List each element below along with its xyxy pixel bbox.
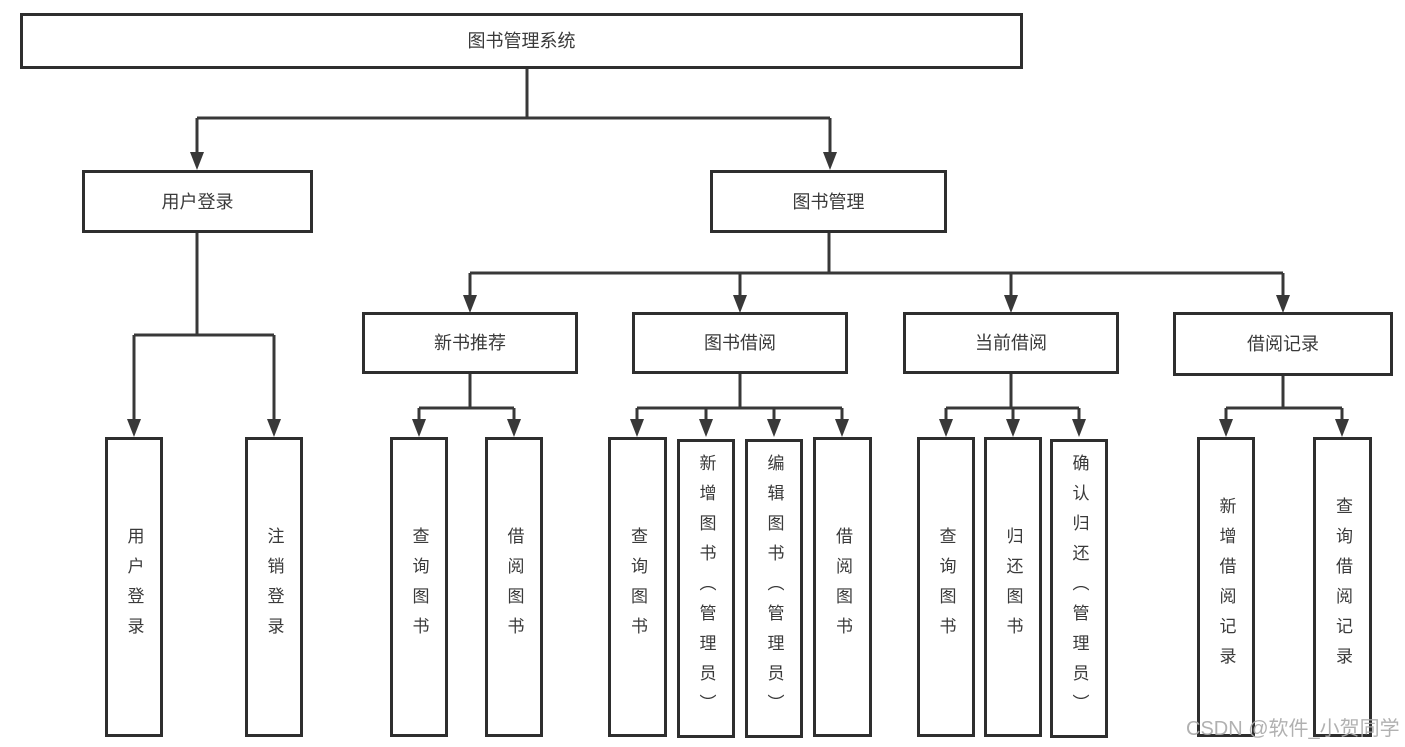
node-label: 用户登录: [161, 191, 234, 212]
node-label: 图书借阅: [704, 333, 776, 353]
leaf-query-borrow-record: 查询借阅记录: [1313, 437, 1372, 737]
leaf-query-books-borrow: 查询图书: [608, 437, 667, 737]
node-library-management-system: 图书管理系统: [20, 13, 1023, 69]
leaf-user-login: 用户登录: [105, 437, 163, 737]
leaf-label: 借阅图书: [504, 527, 524, 647]
node-new-book-recommend: 新书推荐: [362, 312, 578, 374]
node-label: 借阅记录: [1247, 334, 1319, 354]
node-borrow-records: 借阅记录: [1173, 312, 1393, 376]
connector-root-to-level2: [190, 68, 837, 170]
node-book-borrow: 图书借阅: [632, 312, 848, 374]
leaf-label: 查询图书: [628, 527, 647, 647]
leaf-label: 编辑图书（管理员）: [764, 453, 784, 724]
node-current-borrow: 当前借阅: [903, 312, 1119, 374]
node-book-management: 图书管理: [710, 170, 947, 233]
leaf-label: 新增借阅记录: [1216, 497, 1236, 677]
leaf-add-borrow-record: 新增借阅记录: [1197, 437, 1255, 737]
leaf-logout: 注销登录: [245, 437, 303, 737]
leaf-label: 注销登录: [264, 527, 284, 647]
node-label: 当前借阅: [975, 333, 1047, 353]
leaf-label: 用户登录: [124, 527, 144, 647]
leaf-query-books-recommend: 查询图书: [390, 437, 448, 737]
leaf-confirm-return-admin: 确认归还（管理员）: [1050, 439, 1108, 738]
connector-current-borrow-to-leaves: [939, 374, 1086, 437]
node-label: 新书推荐: [434, 333, 506, 353]
connector-book-borrow-to-leaves: [630, 374, 849, 437]
node-label: 图书管理系统: [467, 31, 576, 51]
leaf-label: 查询借阅记录: [1333, 497, 1352, 677]
leaf-return-books: 归还图书: [984, 437, 1042, 737]
leaf-borrow-books: 借阅图书: [813, 437, 872, 737]
leaf-borrow-books-recommend: 借阅图书: [485, 437, 543, 737]
leaf-query-books-current: 查询图书: [917, 437, 975, 737]
node-user-login: 用户登录: [82, 170, 313, 233]
watermark: CSDN @软件_小贺同学: [1186, 718, 1400, 740]
leaf-label: 新增图书（管理员）: [696, 453, 716, 724]
node-label: 图书管理: [792, 191, 865, 212]
leaf-label: 归还图书: [1003, 527, 1023, 647]
leaf-add-books-admin: 新增图书（管理员）: [677, 439, 735, 738]
connector-user-login-to-leaves: [127, 233, 281, 437]
connector-borrow-records-to-leaves: [1219, 376, 1349, 437]
leaf-label: 借阅图书: [833, 527, 852, 647]
connector-book-management-to-level3: [463, 233, 1290, 313]
leaf-label: 查询图书: [409, 527, 429, 647]
connector-new-book-recommend-to-leaves: [412, 374, 521, 437]
leaf-label: 确认归还（管理员）: [1069, 453, 1089, 724]
leaf-edit-books-admin: 编辑图书（管理员）: [745, 439, 803, 738]
leaf-label: 查询图书: [936, 527, 956, 647]
